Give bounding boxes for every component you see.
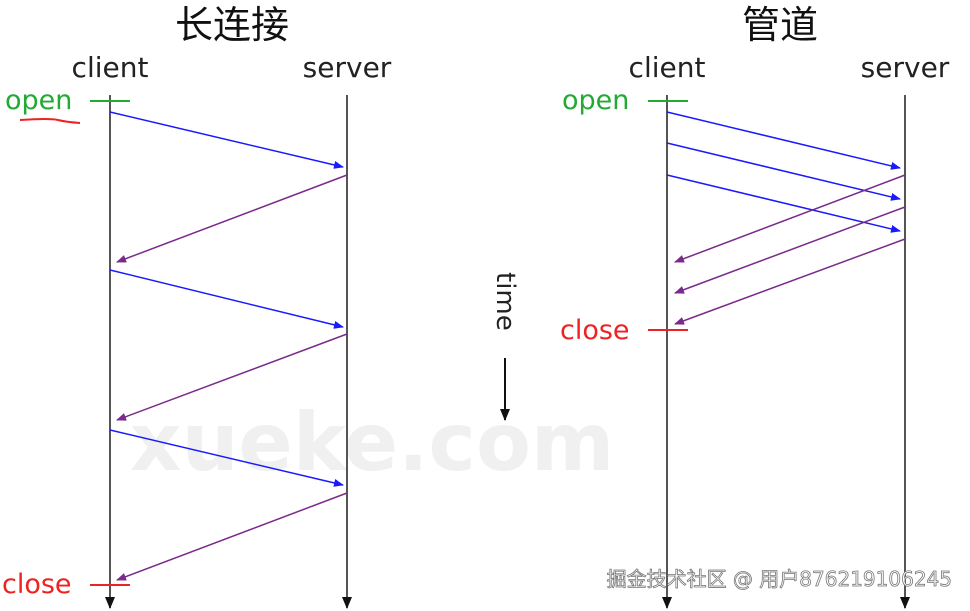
- right-response-arrow: [674, 206, 906, 294]
- right-request-arrow: [666, 142, 901, 201]
- left-server-label: server: [303, 51, 392, 84]
- left-client-label: client: [72, 51, 149, 84]
- left-open-label: open: [5, 85, 72, 116]
- left-request-arrow: [109, 111, 344, 169]
- time-label: time: [490, 272, 520, 331]
- left-request-arrow: [109, 429, 344, 487]
- left-response-arrow: [116, 492, 348, 581]
- right-response-arrow: [674, 238, 906, 325]
- right-response-arrow: [674, 174, 906, 263]
- left-title: 长连接: [175, 3, 289, 47]
- right-open-label: open: [562, 85, 629, 116]
- right-server-label: server: [861, 51, 950, 84]
- left-request-arrow: [109, 269, 344, 329]
- footer-watermark: 掘金技术社区 @ 用户876219106245: [607, 567, 952, 591]
- right-request-arrow: [666, 111, 901, 170]
- left-response-arrow: [116, 333, 348, 421]
- background-watermark: xueke.com: [130, 396, 614, 489]
- right-client-label: client: [629, 51, 706, 84]
- left-response-arrow: [116, 174, 348, 263]
- left-close-label: close: [2, 569, 72, 600]
- left-open-underline: [19, 118, 81, 124]
- right-title: 管道: [742, 3, 818, 47]
- right-request-arrow: [666, 174, 901, 233]
- right-close-label: close: [560, 315, 630, 346]
